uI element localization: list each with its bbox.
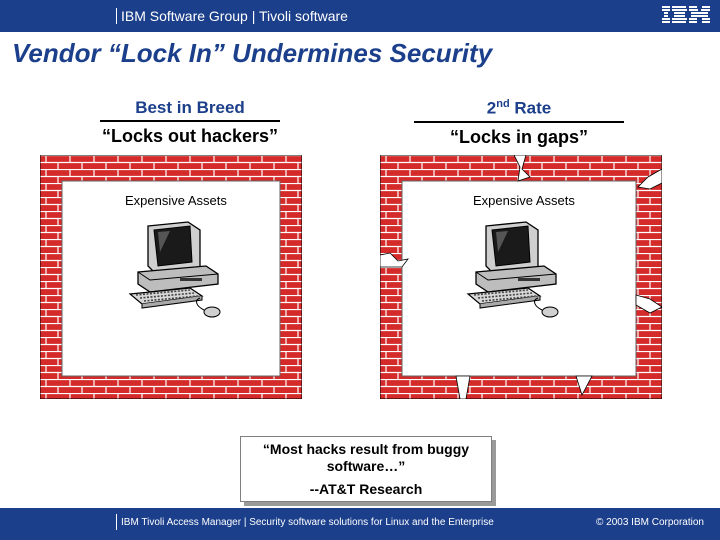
quote-box: “Most hacks result from buggy software…”… (240, 436, 492, 502)
right-asset-label: Expensive Assets (473, 193, 575, 208)
left-heading-rule (100, 120, 280, 122)
quote-source: --AT&T Research (309, 481, 423, 497)
lightning-bolt-icon (635, 294, 662, 314)
top-banner: IBM Software Group | Tivoli software (0, 0, 720, 32)
lightning-bolt-icon (455, 375, 471, 399)
right-subheading: “Locks in gaps” (449, 126, 589, 147)
lightning-bolt-icon (513, 155, 531, 182)
left-heading: Best in Breed (135, 98, 245, 117)
lightning-bolt-icon (637, 168, 662, 190)
ibm-logo-icon (662, 6, 710, 23)
footer-bar: IBM Tivoli Access Manager | Security sof… (0, 508, 720, 540)
quote-text: “Most hacks result from buggy software…” (262, 441, 470, 474)
left-heading-group: Best in Breed “Locks out hackers” (90, 98, 290, 147)
lightning-bolt-icon (575, 375, 593, 397)
right-heading: 2nd Rate (486, 98, 552, 118)
footer-left-text: IBM Tivoli Access Manager | Security sof… (121, 517, 494, 528)
header-text: IBM Software Group | Tivoli software (121, 8, 348, 24)
lightning-bolt-icon (380, 252, 409, 268)
computer-icon (129, 221, 221, 318)
left-subheading: “Locks out hackers” (101, 126, 279, 146)
page-title: Vendor “Lock In” Undermines Security (12, 38, 493, 68)
right-heading-group: 2nd Rate “Locks in gaps” (412, 98, 626, 148)
right-heading-rule (414, 120, 624, 123)
left-asset-label: Expensive Assets (125, 193, 227, 208)
computer-icon (467, 221, 559, 318)
footer-copyright: © 2003 IBM Corporation (596, 517, 704, 528)
header-divider (116, 8, 117, 24)
footer-divider (116, 514, 117, 530)
